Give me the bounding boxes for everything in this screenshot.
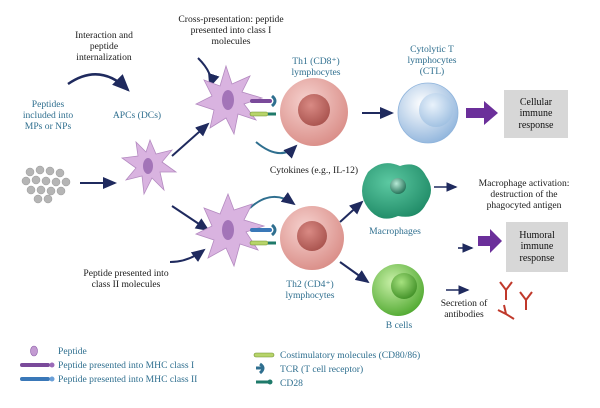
label-apcs: APCs (DCs) [112, 110, 162, 121]
antibodies-icon [497, 281, 533, 320]
arrow-dc-to-lower-dc [171, 205, 210, 232]
response-arrow-humoral [478, 229, 502, 253]
label-macrophages: Macrophages [369, 226, 421, 237]
label-cross-presentation: Cross-presentation: peptide presented in… [178, 14, 284, 47]
dendritic-cell-upper [194, 64, 264, 136]
arrow-internalization [67, 73, 130, 92]
ctl-cell [397, 82, 459, 144]
arrow-th2-to-macrophage [339, 200, 364, 223]
arrow-cytokine-upper [255, 141, 298, 159]
arrow-cytokine-lower [249, 192, 296, 209]
humoral-response-box: Humoral immune response [506, 222, 568, 272]
th1-lymphocyte [280, 78, 348, 146]
label-secretion: Secretion of antibodies [440, 298, 488, 320]
legend-mhc1: Peptide presented into MHC class I [58, 360, 195, 371]
cellular-response-box: Cellular immune response [504, 90, 568, 138]
label-b-cells: B cells [385, 320, 413, 331]
legend-peptide: Peptide [58, 346, 87, 357]
label-peptides-included: Peptides included into MPs or NPs [22, 99, 74, 132]
label-cytokines: Cytokines (e.g., IL-12) [269, 165, 359, 176]
label-class2-presented: Peptide presented into class II molecule… [83, 268, 169, 290]
legend-costim: Costimulatory molecules (CD80/86) [280, 350, 421, 361]
peptide-particle-cluster [21, 165, 71, 204]
macrophage-cell [362, 163, 431, 219]
b-cell [372, 264, 424, 316]
label-interaction: Interaction and peptide internalization [75, 30, 133, 63]
response-arrow-cellular [466, 101, 498, 125]
label-th2: Th2 (CD4⁺) lymphocytes [285, 279, 335, 301]
legend-tcr: TCR (T cell receptor) [280, 364, 364, 375]
th2-lymphocyte [280, 206, 344, 270]
label-ctl: Cytolytic T lymphocytes (CTL) [407, 44, 457, 77]
legend-mhc2: Peptide presented into MHC class II [58, 374, 198, 385]
synapse-molecules-mhc2 [249, 223, 277, 246]
arrow-dc-to-upper-dc [171, 122, 210, 157]
dendritic-cell-left [120, 138, 178, 196]
dendritic-cell-lower [194, 192, 266, 268]
label-th1: Th1 (CD8⁺) lymphocytes [291, 56, 341, 78]
legend-cd28: CD28 [280, 378, 303, 389]
arrow-class2-presentation [169, 248, 206, 263]
legend-icons-left [20, 345, 55, 382]
legend-icons-right [253, 352, 275, 385]
synapse-molecules-mhc1 [249, 94, 277, 117]
label-macrophage-activation: Macrophage activation: destruction of th… [478, 178, 570, 211]
arrow-th2-to-bcell [339, 261, 370, 284]
